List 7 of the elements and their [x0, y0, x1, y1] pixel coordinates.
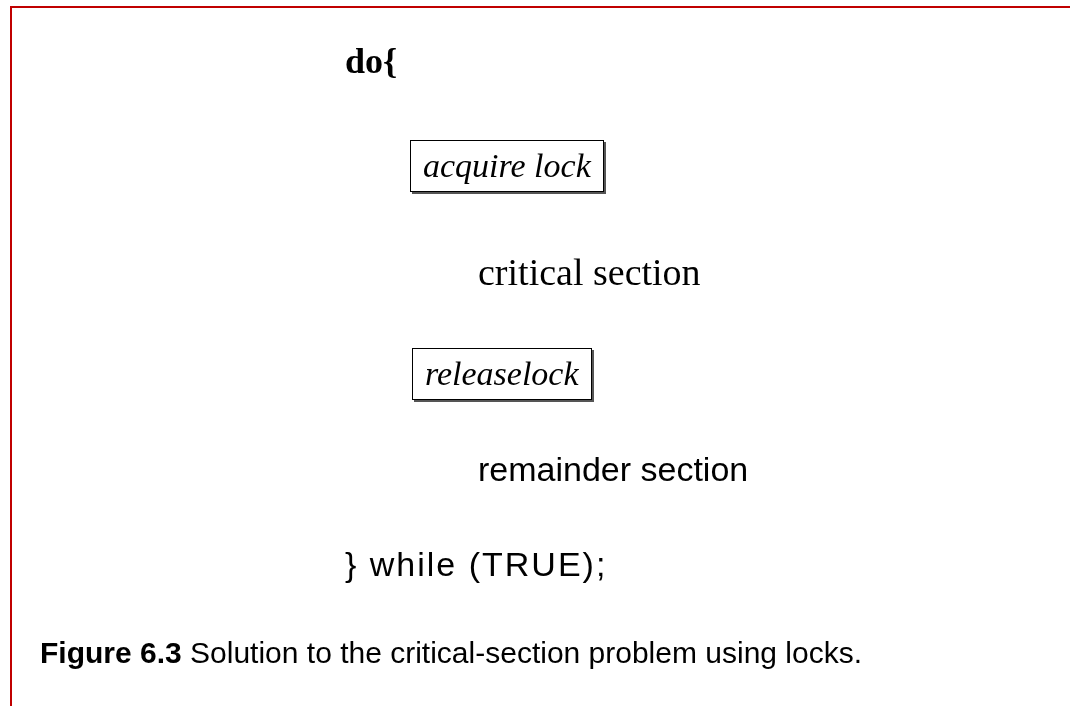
code-line: critical section	[478, 250, 701, 294]
code-keyword: do{	[345, 40, 398, 82]
code-box: acquire lock	[410, 140, 604, 192]
figure-caption: Figure 6.3 Solution to the critical-section problem using locks.	[40, 636, 863, 670]
code-line: remainder section	[478, 450, 749, 489]
code-line: } while (TRUE);	[345, 545, 608, 584]
code-box: releaselock	[412, 348, 592, 400]
